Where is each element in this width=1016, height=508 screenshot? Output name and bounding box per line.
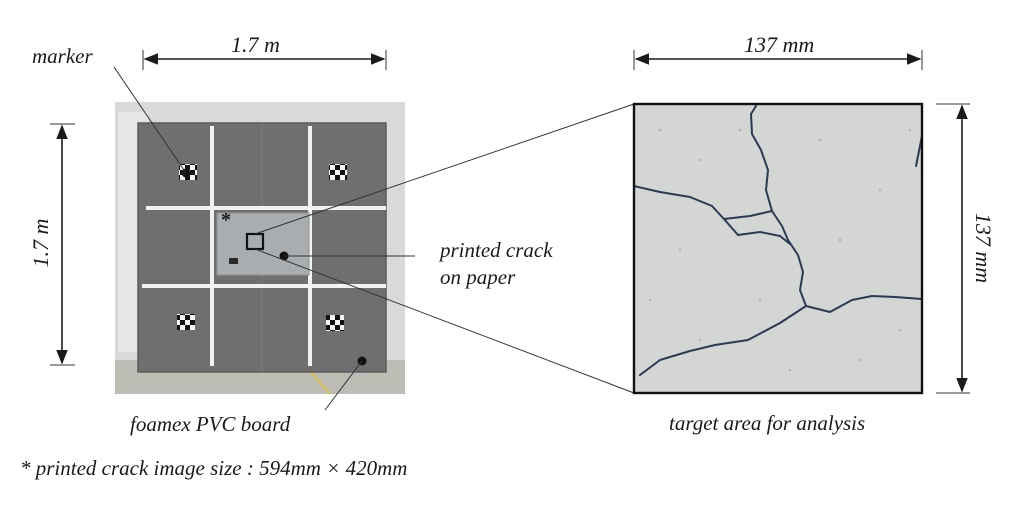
target-width-dimension [633,50,923,70]
marker-label: marker [32,44,93,68]
target-area-image [632,102,924,395]
footnote: * printed crack image size : 594mm × 420… [20,456,408,480]
printed-crack-label-line1: printed crack [440,238,553,262]
crack-background [634,104,922,393]
crack-lines [633,105,923,376]
height-dimension [50,123,75,366]
asterisk-mark: * [221,209,231,231]
target-frame [632,102,924,395]
width-dimension [142,50,387,70]
target-width-label: 137 mm [744,32,815,57]
target-height-label: 137 mm [971,212,996,284]
white-tape-grid [142,126,386,366]
marker-targets [177,164,347,331]
width-dimension-label: 1.7 m [231,32,280,57]
target-area-label: target area for analysis [669,411,866,435]
leader-lines [113,66,635,411]
target-height-dimension [936,103,970,394]
surface-pores [648,128,912,372]
board-photo [115,102,405,395]
board-label: foamex PVC board [130,412,291,436]
height-dimension-label: 1.7 m [28,218,53,268]
printed-crack-label-line2: on paper [440,265,516,289]
